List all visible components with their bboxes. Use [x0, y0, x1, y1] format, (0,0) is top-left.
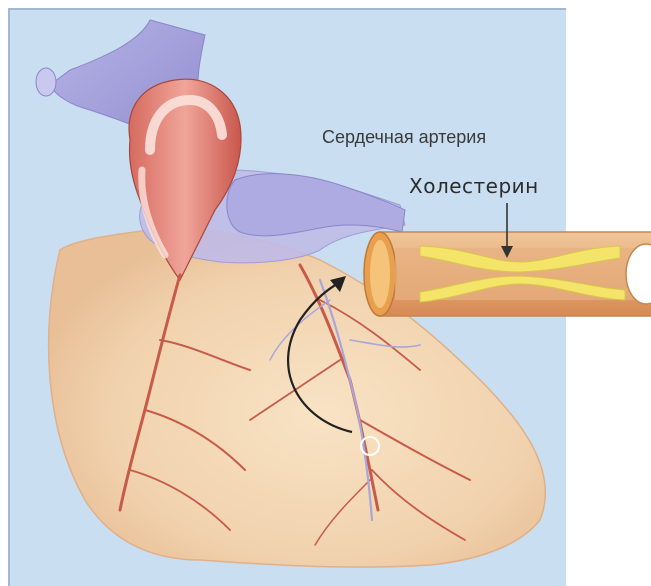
pulmonary-trunk: [227, 174, 405, 236]
artery-label: Сердечная артерия: [322, 127, 486, 148]
cholesterol-label: Холестерин: [409, 174, 539, 198]
